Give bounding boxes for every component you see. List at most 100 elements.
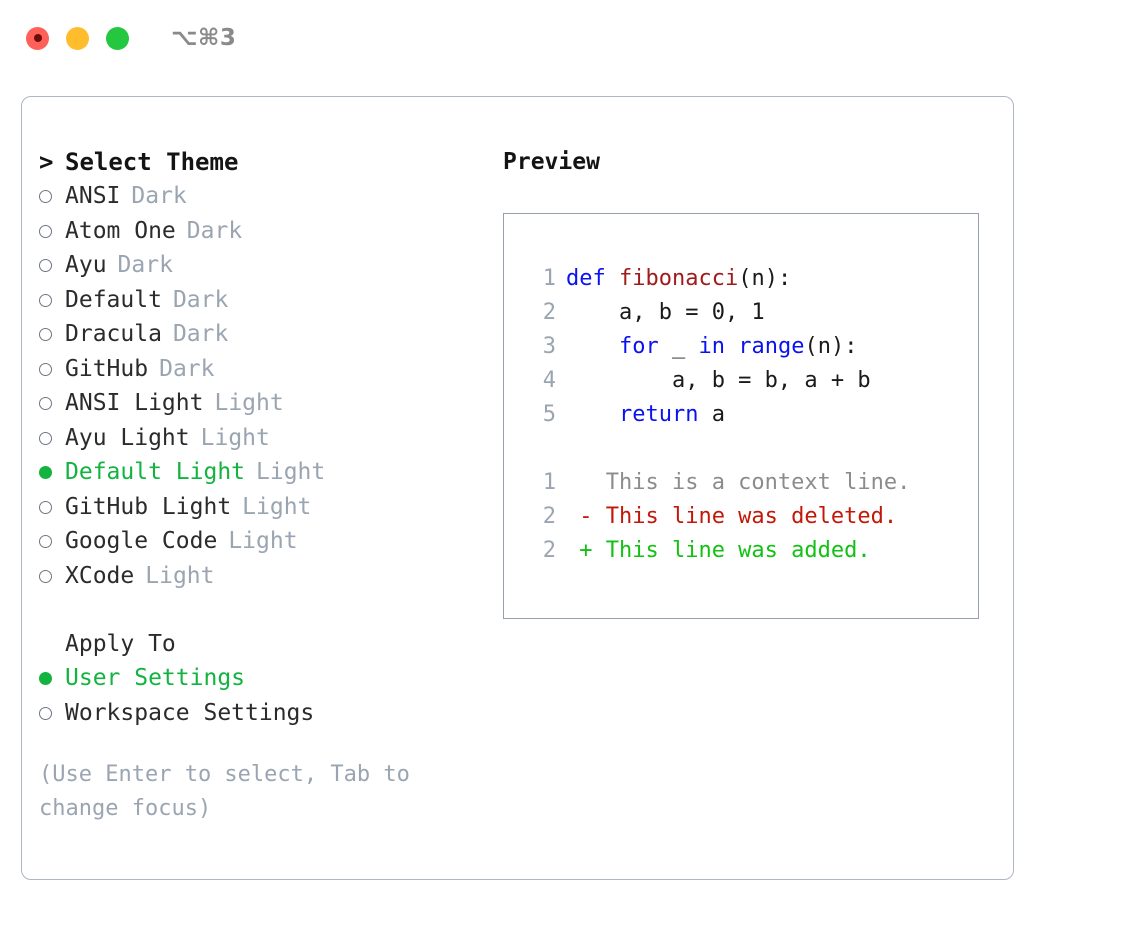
theme-option-label: ANSI Light — [65, 390, 204, 416]
radio-unselected-icon — [39, 249, 65, 283]
theme-option-category: Light — [228, 528, 298, 554]
line-number: 4 — [542, 368, 556, 393]
code-token: fibonacci — [618, 266, 739, 291]
theme-option-category: Dark — [172, 286, 229, 313]
title-bar: ⌥⌘3 — [0, 0, 1140, 76]
radio-dot — [39, 466, 52, 479]
radio-unselected-icon — [39, 318, 65, 352]
code-token: in — [698, 334, 725, 359]
code-line: 5 return a — [522, 398, 978, 432]
code-text: a, b = 0, 1 — [566, 296, 765, 330]
apply-to-option-user-settings[interactable]: User Settings — [39, 661, 487, 696]
line-number: 1 — [542, 266, 556, 291]
code-token — [725, 334, 738, 359]
theme-option-label: Default Light — [65, 459, 246, 485]
diff-sample: 1 This is a context line.2 - This line w… — [522, 466, 978, 568]
code-token: return — [618, 402, 699, 427]
theme-option-label: Google Code — [65, 528, 218, 554]
code-token: _ — [658, 334, 699, 359]
theme-option-label: Atom One — [65, 217, 176, 244]
radio-unselected-icon — [39, 283, 65, 317]
code-line: 2 - This line was deleted. — [522, 500, 978, 534]
code-spacer — [522, 432, 978, 466]
spacer — [39, 593, 487, 627]
radio-dot — [39, 500, 52, 514]
keyboard-hint-text: (Use Enter to select, Tab to change focu… — [39, 762, 424, 821]
apply-to-option-label: User Settings — [65, 665, 246, 691]
radio-dot — [39, 362, 52, 376]
select-theme-title: Select Theme — [65, 148, 239, 176]
close-button-icon[interactable] — [26, 26, 49, 50]
apply-to-option-label: Workspace Settings — [65, 699, 315, 726]
theme-option-atom-one[interactable]: Atom One Dark — [39, 214, 487, 249]
code-token: (n): — [738, 266, 792, 291]
radio-dot — [39, 397, 52, 410]
radio-dot — [39, 293, 52, 307]
theme-option-ansi-light[interactable]: ANSI Light Light — [39, 386, 487, 421]
line-number: 2 — [542, 300, 556, 325]
radio-selected-icon — [39, 456, 65, 490]
radio-unselected-icon — [39, 214, 65, 248]
theme-option-github[interactable]: GitHub Dark — [39, 352, 487, 387]
code-text: for _ in range(n): — [566, 330, 857, 364]
theme-option-label: Ayu Light — [65, 424, 190, 451]
window-controls — [26, 26, 129, 50]
code-line: 1 This is a context line. — [522, 466, 978, 500]
code-token — [566, 402, 619, 427]
code-token: a, b = 0, 1 — [566, 300, 765, 325]
preview-title: Preview — [503, 149, 600, 175]
theme-option-category: Light — [214, 390, 284, 416]
radio-unselected-icon — [39, 696, 65, 730]
line-number: 2 — [542, 504, 556, 529]
theme-option-category: Dark — [131, 183, 187, 209]
radio-unselected-icon — [39, 180, 65, 214]
radio-dot — [39, 190, 52, 203]
code-token: def — [566, 266, 619, 291]
code-token: This is a context line. — [566, 470, 911, 495]
radio-unselected-icon — [39, 490, 65, 524]
theme-option-category: Dark — [172, 321, 229, 347]
radio-dot — [39, 569, 52, 583]
code-token: (n): — [804, 334, 858, 359]
code-line: 1 def fibonacci(n): — [522, 262, 978, 296]
radio-unselected-icon — [39, 421, 65, 455]
theme-option-category: Light — [242, 493, 312, 520]
theme-option-label: GitHub — [65, 355, 149, 382]
theme-option-category: Dark — [159, 355, 215, 382]
line-number: 3 — [542, 334, 556, 359]
code-line: 4 a, b = b, a + b — [522, 364, 978, 398]
code-text: - This line was deleted. — [566, 500, 897, 534]
line-number: 5 — [542, 402, 556, 427]
code-text: This is a context line. — [566, 466, 911, 500]
apply-to-option-workspace-settings[interactable]: Workspace Settings — [39, 696, 487, 731]
minimize-button-icon[interactable] — [66, 26, 89, 50]
code-line: 3 for _ in range(n): — [522, 330, 978, 364]
code-line: 2 a, b = 0, 1 — [522, 296, 978, 330]
radio-unselected-icon — [39, 525, 65, 559]
code-text: def fibonacci(n): — [566, 262, 791, 296]
radio-selected-icon — [39, 662, 65, 696]
maximize-button-icon[interactable] — [106, 26, 129, 50]
radio-dot — [39, 706, 52, 720]
theme-option-category: Dark — [186, 217, 243, 244]
theme-option-label: XCode — [65, 562, 135, 589]
radio-dot — [39, 259, 52, 272]
code-token: a, b = b, a + b — [566, 368, 871, 393]
radio-unselected-icon — [39, 387, 65, 421]
theme-option-google-code[interactable]: Google Code Light — [39, 524, 487, 559]
code-text: a, b = b, a + b — [566, 364, 871, 398]
